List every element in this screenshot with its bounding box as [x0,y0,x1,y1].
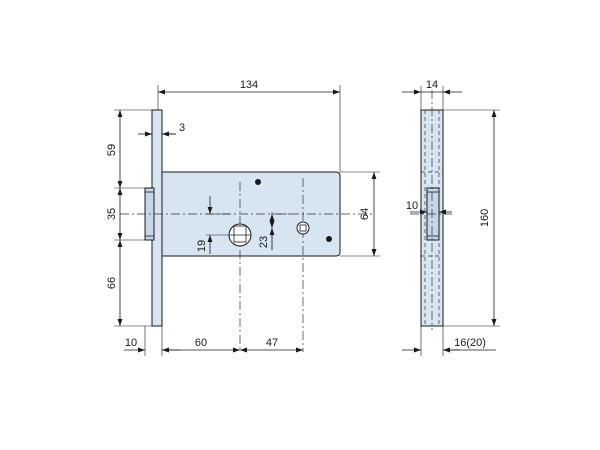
dim-faceplate-width: 10 [125,337,137,349]
dim-spindle-offset: 23 [258,236,270,248]
dim-middle-gap: 35 [106,208,118,220]
keyhole [228,223,252,247]
dim-side-faceplate-width: 16(20) [454,337,486,349]
top-screw-hole [255,179,261,185]
bottom-screw-hole [326,236,332,242]
dim-faceplate-thickness: 3 [179,122,185,134]
dim-top-offset: 59 [106,144,118,156]
spindle-hole [296,221,310,235]
dim-keyhole-offset: 19 [196,240,208,252]
dim-body-height: 64 [359,208,371,220]
dim-overall-length: 134 [240,79,258,91]
dim-backset: 60 [195,337,207,349]
dim-bolt-width: 10 [406,200,418,212]
dim-side-width: 14 [426,79,438,91]
side-view: 14 10 160 16(20) [402,79,500,356]
dim-bottom-offset: 66 [106,277,118,289]
dim-hole-spacing: 47 [266,337,278,349]
front-view: 134 3 59 35 66 64 19 23 [106,79,380,356]
dim-side-height: 160 [479,209,491,227]
